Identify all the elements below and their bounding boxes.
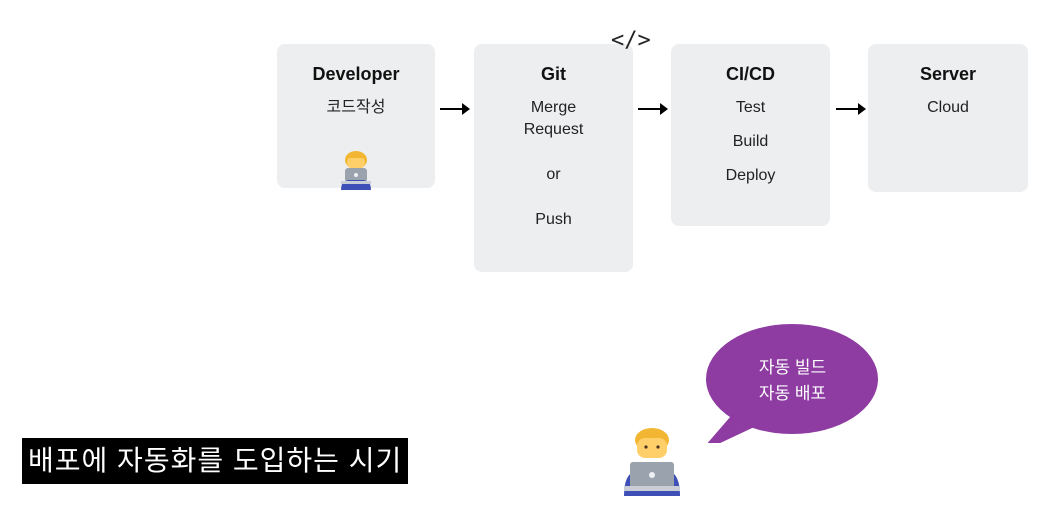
git-line-push: Push	[535, 211, 572, 228]
cicd-card: CI/CD Test Build Deploy	[671, 44, 830, 226]
technologist-icon	[341, 151, 371, 190]
cicd-title: CI/CD	[726, 64, 775, 84]
developer-line-code: 코드작성	[326, 99, 386, 116]
arrow-git-to-cicd	[638, 103, 668, 115]
git-title: Git	[541, 64, 566, 84]
subtitle-caption: 배포에 자동화를 도입하는 시기	[22, 438, 409, 484]
speech-bubble	[706, 324, 878, 443]
git-card: Git Merge Request or Push	[474, 44, 633, 272]
bubble-line-auto-deploy: 자동 배포	[758, 384, 827, 403]
developer-title: Developer	[312, 64, 400, 84]
git-line-or: or	[546, 166, 561, 183]
server-card: Server Cloud	[868, 44, 1028, 192]
git-line-merge: Merge	[530, 99, 577, 116]
arrow-cicd-to-server	[836, 103, 866, 115]
bubble-text: 자동 빌드 자동 배포	[710, 355, 875, 407]
server-line-cloud: Cloud	[927, 99, 969, 116]
cicd-line-deploy: Deploy	[725, 167, 776, 184]
bubble-line-auto-build: 자동 빌드	[758, 358, 827, 377]
git-line-request: Request	[523, 121, 584, 138]
cicd-line-build: Build	[732, 133, 769, 150]
cicd-line-test: Test	[735, 99, 766, 116]
code-icon: </>	[611, 28, 651, 53]
arrow-developer-to-git	[440, 103, 470, 115]
technologist-icon	[624, 428, 680, 496]
server-title: Server	[919, 64, 977, 84]
